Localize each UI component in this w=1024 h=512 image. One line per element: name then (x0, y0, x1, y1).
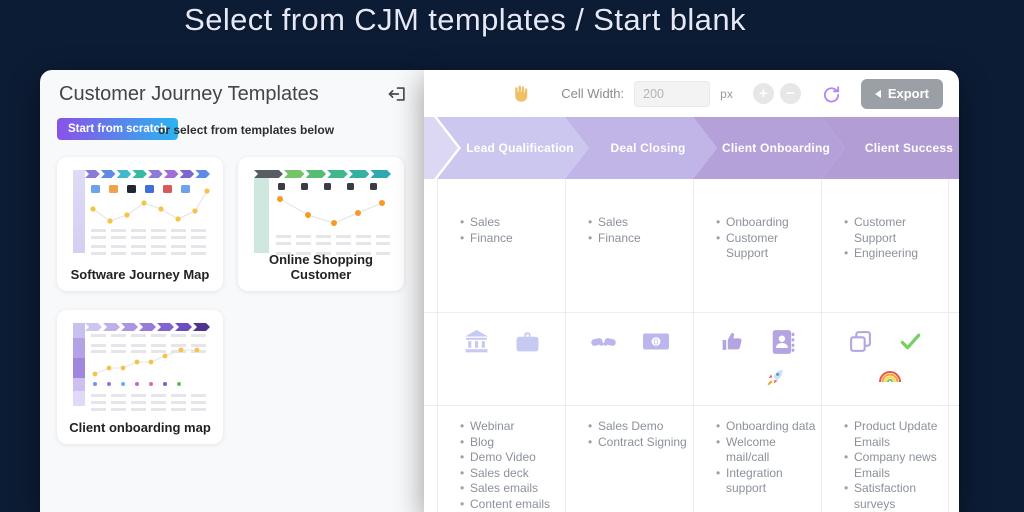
stage-deal-closing[interactable]: Deal Closing (565, 117, 717, 179)
journey-cell[interactable] (437, 313, 565, 405)
template-card-client-onboarding-map[interactable]: Client onboarding map (57, 310, 223, 444)
address-book-icon (771, 329, 795, 360)
journey-cell[interactable] (821, 313, 949, 405)
check-icon (899, 330, 922, 358)
export-button[interactable]: Export (860, 78, 943, 109)
journey-cell[interactable]: Onboarding data Welcome mail/call Integr… (693, 406, 821, 512)
svg-text:0: 0 (654, 338, 659, 347)
page-title: Select from CJM templates / Start blank (184, 2, 746, 37)
journey-toolbar: Cell Width: px + − Export (424, 70, 959, 117)
zoom-in-button[interactable]: + (752, 83, 774, 104)
stage-header-band: Lead Qualification Deal Closing Client O… (424, 117, 959, 179)
template-caption: Client onboarding map (69, 420, 211, 435)
cell-width-unit: px (720, 86, 733, 101)
journey-cell[interactable]: 0 (565, 313, 693, 405)
journey-row-icons: 0 (424, 312, 959, 405)
cell-width-label: Cell Width: (561, 86, 625, 101)
journey-cell[interactable]: Sales Demo Contract Signing (565, 406, 693, 512)
template-thumbnail (246, 165, 396, 261)
journey-cell[interactable]: Sales Finance (565, 179, 693, 312)
money-bill-icon: 0 (643, 333, 669, 355)
template-card-online-shopping-customer[interactable]: Online Shopping Customer (238, 157, 404, 291)
templates-subtitle: or select from templates below (158, 123, 335, 137)
stage-lead-qualification[interactable]: Lead Qualification (437, 117, 589, 179)
journey-row-touchpoints: Webinar Blog Demo Video Sales deck Sales… (424, 405, 959, 512)
journey-row-departments: Sales Finance Sales Finance Onboarding C… (424, 179, 959, 312)
start-from-scratch-button[interactable]: Start from scratch (57, 118, 179, 140)
journey-map-panel: Cell Width: px + − Export Lead Qualifica… (424, 70, 959, 512)
journey-cell[interactable]: Webinar Blog Demo Video Sales deck Sales… (437, 406, 565, 512)
template-caption: Online Shopping Customer (269, 252, 373, 282)
export-arrow-icon (874, 89, 881, 98)
journey-cell[interactable]: Onboarding Customer Support (693, 179, 821, 312)
zoom-out-button[interactable]: − (779, 83, 801, 104)
template-caption: Software Journey Map (70, 267, 210, 282)
journey-cell[interactable]: Customer Support Engineering (821, 179, 949, 312)
handshake-icon (590, 332, 617, 356)
template-thumbnail (65, 165, 215, 261)
copy-icon (848, 329, 873, 359)
template-card-software-journey-map[interactable]: Software Journey Map (57, 157, 223, 291)
hand-icon[interactable] (510, 83, 531, 104)
journey-cell[interactable]: Sales Finance (437, 179, 565, 312)
stage-client-onboarding[interactable]: Client Onboarding (693, 117, 845, 179)
rainbow-icon (878, 367, 902, 389)
bank-icon (464, 330, 489, 358)
journey-cell[interactable]: Product Update Emails Company news Email… (821, 406, 949, 512)
cell-width-input[interactable] (634, 80, 711, 107)
rocket-icon (764, 367, 785, 389)
thumbs-up-icon (720, 329, 745, 359)
templates-panel: Customer Journey Templates Start from sc… (40, 70, 424, 512)
panel-title: Customer Journey Templates (59, 83, 319, 105)
journey-cell[interactable] (693, 313, 821, 405)
briefcase-icon (515, 331, 540, 358)
exit-icon[interactable] (386, 83, 408, 105)
template-thumbnail (65, 318, 215, 414)
refresh-icon[interactable] (821, 84, 841, 104)
